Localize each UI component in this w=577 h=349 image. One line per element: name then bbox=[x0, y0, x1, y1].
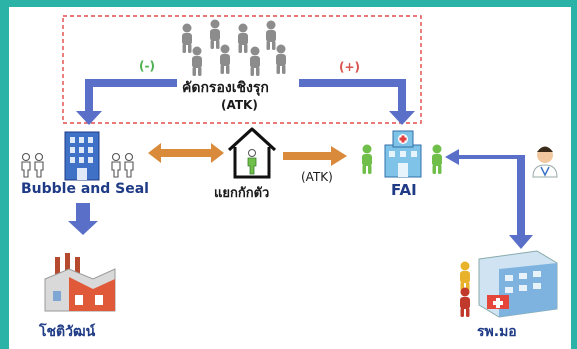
screening-subtitle: (ATK) bbox=[221, 98, 258, 112]
hospital-people bbox=[460, 261, 470, 317]
people-group-icon bbox=[182, 19, 286, 76]
house-person-icon bbox=[227, 127, 277, 179]
office-building-icon bbox=[64, 131, 100, 181]
diagram-canvas bbox=[21, 15, 558, 318]
field-hospital-icon bbox=[384, 130, 422, 178]
arrow-to-bubble-seal bbox=[76, 79, 177, 125]
hospital-label: รพ.มอ bbox=[477, 324, 517, 340]
plus-label: (+) bbox=[339, 60, 361, 74]
screening-arrows bbox=[76, 79, 415, 125]
arrow-isolation-to-fai bbox=[283, 146, 347, 166]
isolation-label: แยกกักตัว bbox=[214, 186, 270, 201]
screening-dashed-box bbox=[62, 15, 422, 124]
fai-label: FAI bbox=[391, 181, 417, 199]
bubble-left-people bbox=[21, 152, 44, 178]
atk-label: (ATK) bbox=[301, 170, 333, 184]
arrow-hospital-link bbox=[445, 149, 533, 249]
factory-icon bbox=[44, 253, 116, 312]
factory-label: โชติวัฒน์ bbox=[39, 324, 96, 340]
arrow-to-fai bbox=[299, 79, 415, 125]
arrow-to-factory bbox=[68, 203, 98, 235]
diagram-frame: คัดกรองเชิงรุก (ATK) (-) (+) Bubble and … bbox=[9, 7, 571, 349]
hospital-fai-arrows bbox=[445, 149, 533, 249]
doctor-icon bbox=[532, 146, 558, 178]
screening-title: คัดกรองเชิงรุก bbox=[182, 80, 269, 96]
minus-label: (-) bbox=[139, 59, 155, 73]
hospital-building-icon bbox=[478, 250, 558, 318]
arrow-bubble-isolation bbox=[148, 143, 224, 163]
bubble-right-people bbox=[111, 152, 134, 178]
bubble-seal-label: Bubble and Seal bbox=[21, 181, 149, 197]
